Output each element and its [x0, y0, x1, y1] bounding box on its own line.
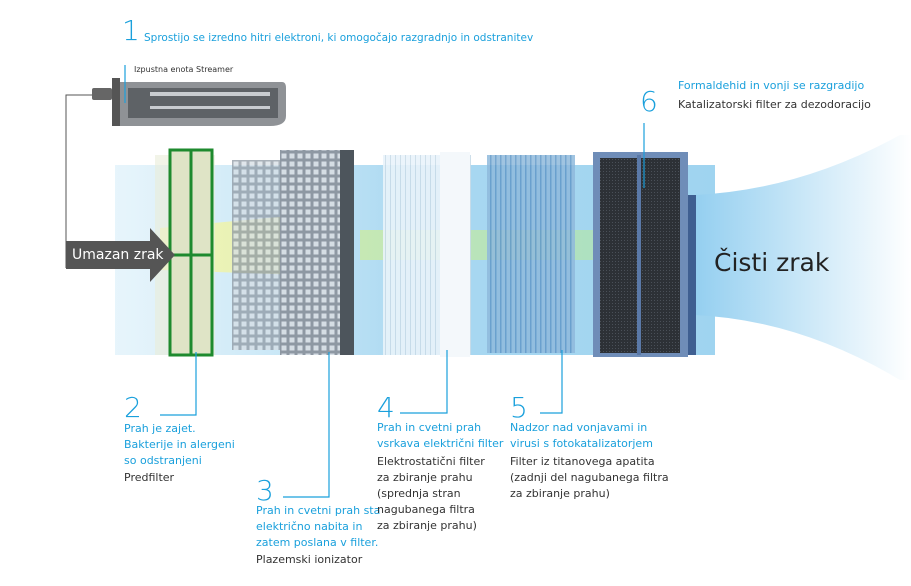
titanium-apatite-filter: [487, 155, 575, 353]
step-4-component: Elektrostatični filter za zbiranje prahu…: [377, 454, 485, 534]
step-4-component-line: Elektrostatični filter: [377, 455, 485, 468]
leader-line-2: [160, 352, 197, 416]
step-6-component: Katalizatorski filter za dezodoracijo: [678, 98, 871, 111]
step-3-description: Prah in cvetni prah sta električno nabit…: [256, 503, 380, 551]
clean-air-flow: [695, 135, 911, 380]
step-4-number: 4: [377, 391, 395, 424]
catalytic-filter: [593, 152, 696, 357]
step-2-description-line: Prah je zajet.: [124, 422, 196, 435]
step-6-description: Formaldehid in vonji se razgradijo: [678, 79, 865, 92]
electrostatic-filter: [383, 152, 471, 357]
step-3-description-line: zatem poslana v filter.: [256, 536, 379, 549]
step-4-description: Prah in cvetni prah vsrkava električni f…: [377, 420, 503, 452]
step-5-component-line: (zadnji del nagubanega filtra: [510, 471, 669, 484]
step-4-component-line: (sprednja stran: [377, 487, 461, 500]
step-5-description-line: Nadzor nad vonjavami in: [510, 421, 648, 434]
step-4-description-line: Prah in cvetni prah: [377, 421, 482, 434]
step-2-component: Predfilter: [124, 471, 175, 484]
step-6-number: 6: [640, 85, 658, 118]
step-2-number: 2: [124, 391, 142, 424]
step-4-component-line: nagubanega filtra: [377, 503, 475, 516]
step-3-description-line: Prah in cvetni prah sta: [256, 504, 381, 517]
step-2-description-line: so odstranjeni: [124, 454, 202, 467]
step-5-number: 5: [510, 391, 528, 424]
dirty-air-label: Umazan zrak: [72, 247, 164, 263]
streamer-unit-label: Izpustna enota Streamer: [134, 65, 234, 74]
step-5-description: Nadzor nad vonjavami in virusi s fotokat…: [510, 420, 653, 452]
step-5-component: Filter iz titanovega apatita (zadnji del…: [510, 454, 669, 502]
step-1-description: Sprostijo se izredno hitri elektroni, ki…: [144, 32, 534, 44]
step-4-component-line: za zbiranje prahu): [377, 519, 477, 532]
streamer-connector-line: [65, 94, 92, 268]
streamer-unit: [92, 78, 286, 126]
leader-line-5: [540, 350, 563, 414]
step-5-component-line: za zbiranje prahu): [510, 487, 610, 500]
dirty-air-arrow: [66, 228, 175, 282]
step-3-description-line: električno nabita in: [256, 520, 363, 533]
leader-line-4: [400, 350, 448, 414]
step-2-description: Prah je zajet. Bakterije in alergeni so …: [124, 421, 235, 469]
clean-air-label: Čisti zrak: [714, 248, 830, 277]
plasma-ionizer: [232, 150, 354, 355]
step-1-number: 1: [122, 14, 140, 47]
step-4-description-line: vsrkava električni filter: [377, 437, 504, 450]
step-5-component-line: Filter iz titanovega apatita: [510, 455, 655, 468]
step-3-number: 3: [256, 474, 274, 507]
step-5-description-line: virusi s fotokatalizatorjem: [510, 437, 653, 450]
leader-line-3: [283, 352, 330, 498]
step-2-description-line: Bakterije in alergeni: [124, 438, 235, 451]
step-4-component-line: za zbiranje prahu: [377, 471, 473, 484]
step-3-component: Plazemski ionizator: [256, 553, 363, 566]
